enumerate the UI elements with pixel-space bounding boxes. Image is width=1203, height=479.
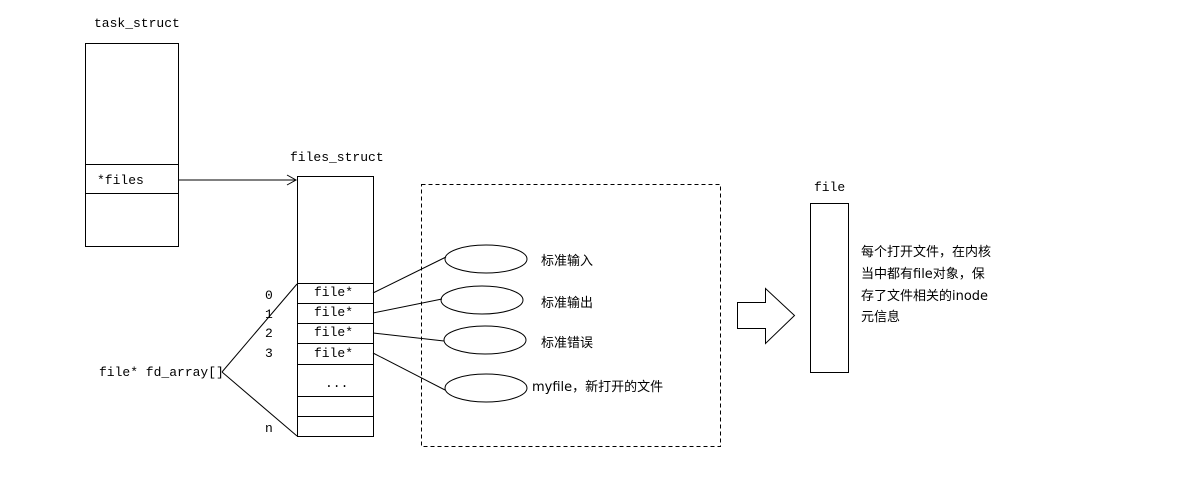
fd-array-brace-bottom (221, 371, 298, 437)
fd-index-n: n (265, 421, 273, 436)
stdout-ellipse (440, 285, 524, 315)
fd-index-0: 0 (265, 288, 273, 303)
fd-cell-1: file* (314, 305, 354, 320)
file-desc-line-3: 存了文件相关的inode (861, 289, 989, 304)
fd-cell-2: file* (314, 325, 354, 340)
file-desc-line-1: 每个打开文件，在内核 (861, 245, 992, 260)
fd-index-2: 2 (265, 326, 273, 341)
files-struct-box (297, 176, 374, 437)
task-struct-box (85, 43, 179, 247)
files-pointer-arrowhead (286, 174, 298, 186)
myfile-label: myfile，新打开的文件 (532, 380, 664, 395)
file-desc-line-4: 元信息 (861, 310, 901, 325)
files-struct-title: files_struct (290, 150, 384, 165)
file-object-box (810, 203, 849, 373)
stderr-ellipse (443, 325, 527, 355)
stderr-label: 标准错误 (541, 336, 594, 351)
fd3-connector (372, 352, 446, 391)
fd1-connector (372, 298, 443, 314)
task-struct-title: task_struct (94, 16, 180, 31)
stdin-label: 标准输入 (541, 254, 594, 269)
fd-cell-ellipsis: ... (325, 376, 349, 391)
myfile-ellipse (444, 373, 528, 403)
fd2-connector (372, 332, 445, 342)
file-desc-line-2: 当中都有file对象，保 (861, 267, 985, 282)
fd-array-label: file* fd_array[] (99, 365, 224, 380)
big-hollow-arrow (737, 287, 796, 345)
file-object-title: file (814, 180, 846, 195)
fd-index-3: 3 (265, 346, 273, 361)
fd-cell-0: file* (314, 285, 354, 300)
fd-cell-3: file* (314, 346, 354, 361)
fd-array-brace-top (221, 283, 298, 373)
stdout-label: 标准输出 (541, 296, 594, 311)
files-field-label: *files (97, 173, 144, 188)
stdin-ellipse (444, 244, 528, 274)
fd-index-1: 1 (265, 307, 273, 322)
open-files-dashed-box (421, 184, 721, 447)
fd0-connector (372, 256, 447, 294)
